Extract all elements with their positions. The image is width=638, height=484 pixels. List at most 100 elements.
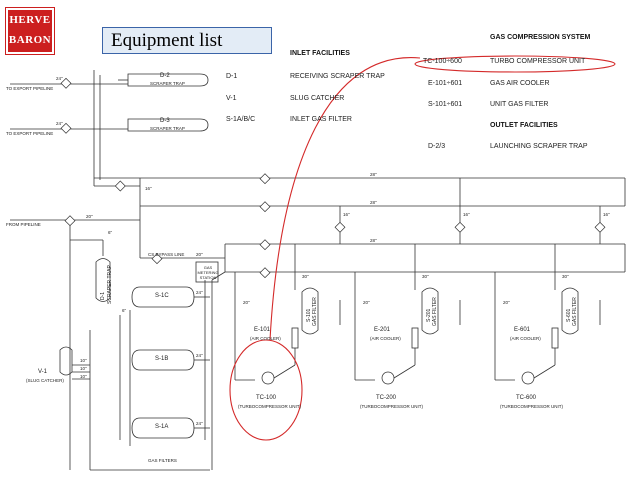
highlight-ellipse-legend	[414, 55, 616, 73]
highlight-arrow	[269, 57, 421, 341]
equip-label: TC-100	[256, 395, 277, 401]
metering-station	[195, 261, 219, 283]
unit-filter-s601	[561, 287, 579, 335]
pipe-size-label: 30"	[422, 274, 429, 279]
inlet-header: INLET FACILITIES	[290, 50, 350, 57]
air-cooler-e201	[411, 327, 419, 349]
legend-tag: V-1	[226, 95, 237, 102]
equip-sublabel: SCRAPER TRAP	[107, 265, 113, 304]
pipe-size-label: 20"	[86, 214, 93, 219]
pipe-size-label: 16"	[343, 212, 350, 217]
pipe-size-label: 30"	[562, 274, 569, 279]
air-cooler-e101	[291, 327, 299, 349]
compressor-tc200	[381, 371, 395, 385]
pipe-size-label: 24"	[196, 421, 203, 426]
equip-sublabel: (TURBOCOMPRESSOR UNIT)	[500, 404, 563, 409]
gas-compression-header: GAS COMPRESSION SYSTEM	[490, 34, 591, 41]
pipe-size-label: 6"	[108, 230, 113, 235]
pipe-size-label: 28"	[370, 172, 377, 177]
equip-label: V-1	[38, 369, 48, 375]
pipeline-label: FROM PIPELINE	[6, 222, 41, 227]
equip-label: E-101	[254, 327, 271, 333]
equip-sublabel: SCRAPER TRAP	[150, 126, 185, 131]
pipe-size-label: 24"	[56, 121, 63, 126]
filters-label: GAS FILTERS	[148, 458, 177, 463]
equip-label: S-1B	[155, 356, 169, 362]
legend-tag: S-1A/B/C	[226, 116, 256, 123]
highlight	[229, 55, 616, 441]
scraper-trap-d2	[127, 73, 209, 87]
equip-label: E-601	[514, 327, 531, 333]
equip-label: S-1A	[155, 424, 169, 430]
pipe-size-label: 16"	[603, 212, 610, 217]
outlet-header: OUTLET FACILITIES	[490, 122, 558, 129]
pipe-size-label: 30"	[302, 274, 309, 279]
legend-name: UNIT GAS FILTER	[490, 101, 549, 108]
equip-label: TC-600	[516, 395, 537, 401]
equip-sublabel: (AIR COOLER)	[250, 336, 281, 341]
vessel-d1	[95, 258, 111, 302]
equip-label: S-1C	[155, 293, 169, 299]
legend-name: SLUG CATCHER	[290, 95, 345, 102]
legend-tag: S-101÷601	[428, 101, 463, 108]
pipe-size-label: 16"	[463, 212, 470, 217]
pipe-size-label: 24"	[56, 76, 63, 81]
filter-s1b	[131, 349, 195, 371]
highlight-ellipse-tc100	[229, 339, 303, 441]
equip-label: D-1	[100, 291, 106, 300]
legend-tag: TC-100÷600	[423, 58, 462, 65]
legend-name: GAS AIR COOLER	[490, 80, 550, 87]
pipe-size-label: 28"	[370, 200, 377, 205]
equip-sublabel: SCRAPER TRAP	[150, 81, 185, 86]
air-cooler-e601	[551, 327, 559, 349]
equip-sublabel: (AIR COOLER)	[510, 336, 541, 341]
equip-sublabel: GAS FILTER	[432, 297, 438, 326]
equip-label: TC-200	[376, 395, 397, 401]
filter-s1c	[131, 286, 195, 308]
equip-label: E-201	[374, 327, 391, 333]
equip-sublabel: (SLUG CATCHER)	[26, 378, 64, 383]
scraper-trap-d3	[127, 118, 209, 132]
filter-s1a	[131, 417, 195, 439]
equip-sublabel: GAS FILTER	[572, 297, 578, 326]
legend-tag: D-2/3	[428, 143, 446, 150]
pipe-size-label: 24"	[196, 353, 203, 358]
legend-name: LAUNCHING SCRAPER TRAP	[490, 143, 588, 150]
legend-name: RECEIVING SCRAPER TRAP	[290, 73, 385, 80]
pipe-size-label: 20"	[363, 300, 370, 305]
legend-name: TURBO COMPRESSOR UNIT	[490, 58, 586, 65]
pipeline-label: TO EXPORT PIPELINE	[6, 131, 54, 136]
compressor-tc600	[521, 371, 535, 385]
pipe-size-label: 10"	[80, 358, 87, 363]
equip-label: D-3	[160, 118, 170, 124]
pipe-size-label: 24"	[196, 290, 203, 295]
pipe-size-label: 10"	[80, 366, 87, 371]
pipe-size-label: 6"	[122, 308, 127, 313]
legend-tag: D-1	[226, 73, 238, 80]
pipe-size-label: 20"	[503, 300, 510, 305]
pipe-size-label: 20"	[243, 300, 250, 305]
equip-label: D-2	[160, 73, 170, 79]
legend-name: INLET GAS FILTER	[290, 116, 352, 123]
page-title: Equipment list	[102, 27, 272, 54]
logo: HERVE BARON	[5, 7, 55, 55]
equip-sublabel: (TURBOCOMPRESSOR UNIT)	[238, 404, 301, 409]
legend-tag: E-101÷601	[428, 80, 463, 87]
metering-label: GAS METERING STATION	[197, 265, 219, 280]
logo-line1: HERVE	[9, 14, 51, 26]
unit-filter-s201	[421, 287, 439, 335]
equip-sublabel: (AIR COOLER)	[370, 336, 401, 341]
bypass-label: CS BYPASS LINE	[148, 252, 185, 257]
equip-sublabel: GAS FILTER	[312, 297, 318, 326]
pipe-size-label: 20"	[196, 252, 203, 257]
valves	[60, 77, 606, 279]
pipe-size-label: 28"	[370, 238, 377, 243]
unit-filter-s101	[301, 287, 319, 335]
equip-sublabel: (TURBOCOMPRESSOR UNIT)	[360, 404, 423, 409]
unit-branches	[234, 178, 601, 381]
pipe-size-label: 16"	[145, 186, 152, 191]
logo-line2: BARON	[8, 34, 52, 46]
compressor-tc100	[261, 371, 275, 385]
